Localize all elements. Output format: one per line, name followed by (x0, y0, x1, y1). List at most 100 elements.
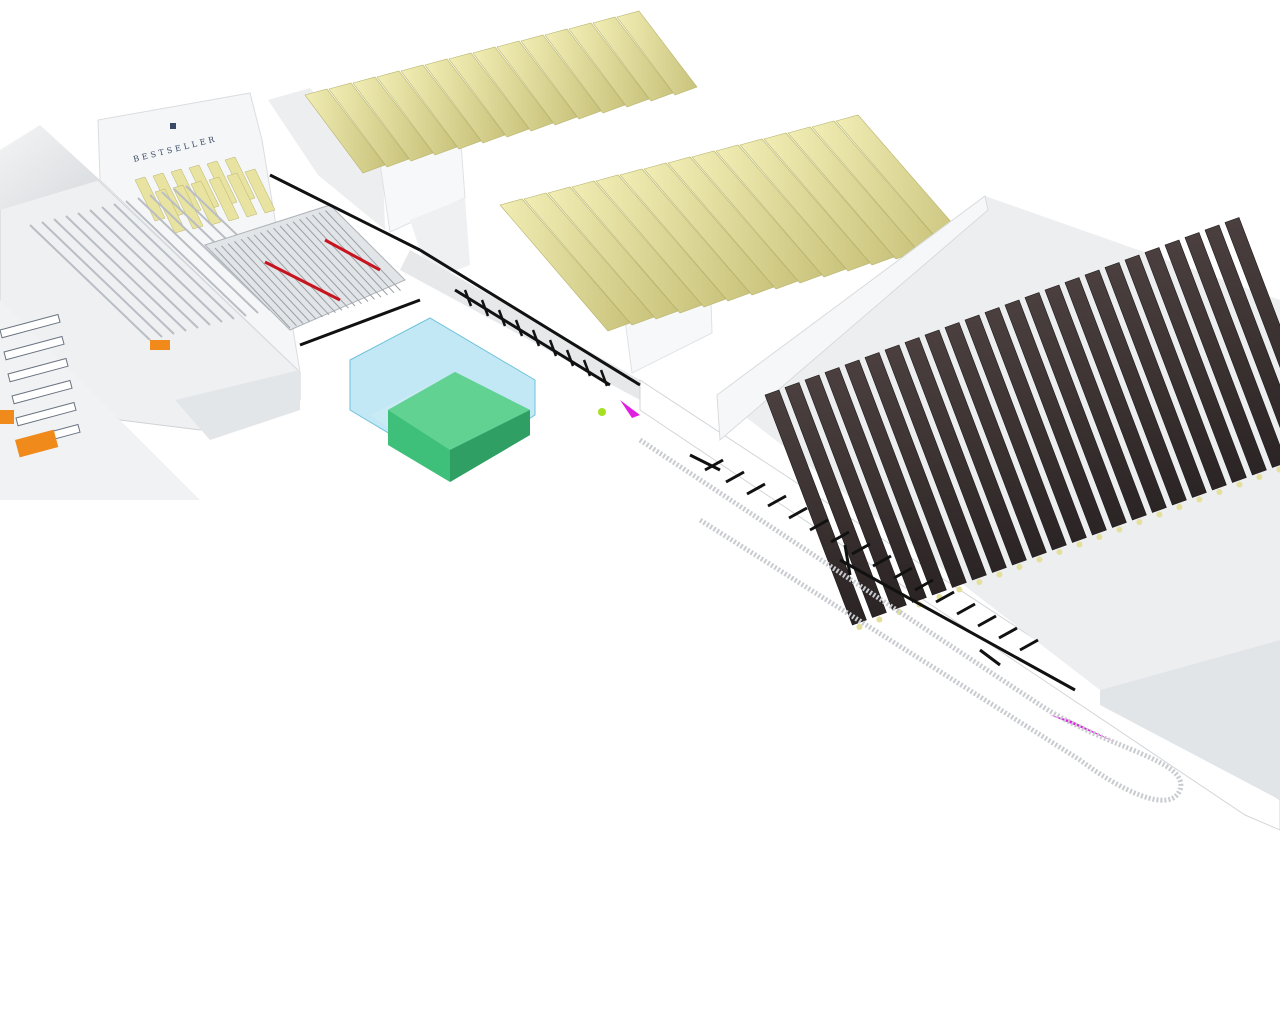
dark-rack-row (1004, 299, 1107, 536)
rack-end-marker (1116, 526, 1123, 533)
rack-end-marker (1236, 481, 1243, 488)
conveyor-spur (548, 339, 558, 357)
sorter-lane (292, 221, 369, 302)
dark-rack-row (1024, 292, 1127, 528)
rack-end-marker (876, 616, 883, 623)
dark-rack-row (1144, 247, 1247, 483)
dark-rack-row (844, 359, 947, 596)
yellow-rack-row (328, 82, 410, 168)
sorter-lane (299, 219, 375, 300)
loading-docks (0, 313, 81, 458)
yellow-rack-row (472, 46, 554, 132)
conveyor-spur (830, 530, 850, 544)
sorter-lane (227, 243, 304, 324)
yellow-rack-row (520, 34, 602, 120)
dark-rack-row (964, 314, 1067, 551)
sorter-line (89, 209, 211, 326)
rack-end-marker (1076, 541, 1083, 548)
rack-end-marker (1256, 474, 1263, 480)
yellow-rack-row (352, 76, 434, 162)
dark-rack-row (1044, 284, 1147, 521)
orange-cart (150, 340, 170, 350)
red-conveyor (264, 260, 341, 302)
sorter-line (77, 212, 199, 329)
dark-rack-row (864, 352, 967, 588)
sorter-lane (325, 210, 401, 291)
return-loop-conveyor (638, 437, 1184, 803)
conveyor-network (269, 173, 1076, 692)
sorter-line (41, 221, 163, 338)
dark-rack-row (944, 322, 1047, 558)
conveyor-spur (956, 602, 976, 616)
dark-rack-row (1224, 217, 1280, 369)
truck-trailer (0, 313, 61, 339)
rack-end-marker (1036, 556, 1043, 563)
truck-trailer (11, 379, 73, 405)
conveyor-spur (809, 518, 829, 532)
sorter-line (65, 215, 187, 332)
rack-end-marker (1156, 511, 1163, 518)
yellow-rack-row (424, 58, 506, 144)
sorter-lane (266, 230, 343, 311)
sorter-lane (273, 227, 349, 309)
orange-truck-cab (14, 429, 59, 458)
dark-rack-row (1064, 277, 1167, 513)
sorter-lane (286, 223, 362, 305)
conveyor-spur (914, 578, 934, 592)
yellow-rack-row (496, 40, 578, 126)
orange-truck-cab (0, 410, 14, 424)
sorter-line (101, 206, 223, 323)
yellow-rack-row (568, 22, 650, 108)
truck-trailer (3, 335, 65, 361)
dark-rack-row (884, 344, 987, 581)
dark-rack-row (1104, 262, 1207, 498)
sorter-lane (240, 238, 317, 320)
dark-rack-row (1164, 239, 1267, 476)
dark-rack-row (804, 374, 907, 611)
sorter-line (113, 203, 235, 320)
yellow-rack-row (616, 10, 698, 96)
yellow-rack-row (400, 64, 482, 150)
conveyor-spur (565, 349, 575, 367)
conveyor-spur (1019, 638, 1039, 652)
rack-end-marker (1196, 496, 1203, 503)
green-block (388, 372, 530, 482)
sorter-lane (221, 245, 297, 327)
sorter-line (149, 194, 271, 311)
sorter-lane (234, 241, 310, 322)
yellow-rack-row (376, 70, 458, 156)
left-building (0, 92, 301, 500)
dark-rack-row (1084, 269, 1187, 506)
sorter-line (29, 224, 151, 341)
conveyor-spur (893, 566, 913, 580)
sorter-lane (318, 212, 395, 294)
conveyor-spur (463, 289, 473, 307)
sorter-lane (305, 216, 382, 298)
conveyor-segment (839, 558, 1076, 692)
rack-end-marker (1056, 549, 1063, 555)
brand-logo-mark-icon (170, 123, 176, 129)
conveyor-spur (497, 309, 507, 327)
dark-rack-row (904, 337, 1007, 573)
conveyor-spur (480, 299, 490, 317)
dark-rack-row (784, 382, 887, 618)
conveyor-segment (843, 544, 852, 576)
rack-end-marker (996, 571, 1003, 578)
dark-rack-row (1124, 254, 1227, 491)
sorter-line (53, 218, 175, 335)
yellow-rack-row (592, 16, 674, 102)
truck-trailer (15, 401, 77, 427)
rack-end-marker (956, 586, 963, 593)
small-yellow-rack (208, 176, 240, 222)
dark-rack-row (1204, 224, 1280, 429)
rack-end-marker (1176, 504, 1183, 510)
sorter-lane (214, 247, 291, 329)
dark-rack-row (984, 307, 1087, 543)
yellow-rack-row (304, 88, 386, 174)
central-sorter (204, 204, 406, 331)
conveyor-spur (725, 470, 745, 484)
sorter-line (125, 200, 247, 317)
rack-end-marker (1016, 564, 1023, 570)
conveyor-spur (788, 506, 808, 520)
conveyor-segment (299, 298, 421, 347)
